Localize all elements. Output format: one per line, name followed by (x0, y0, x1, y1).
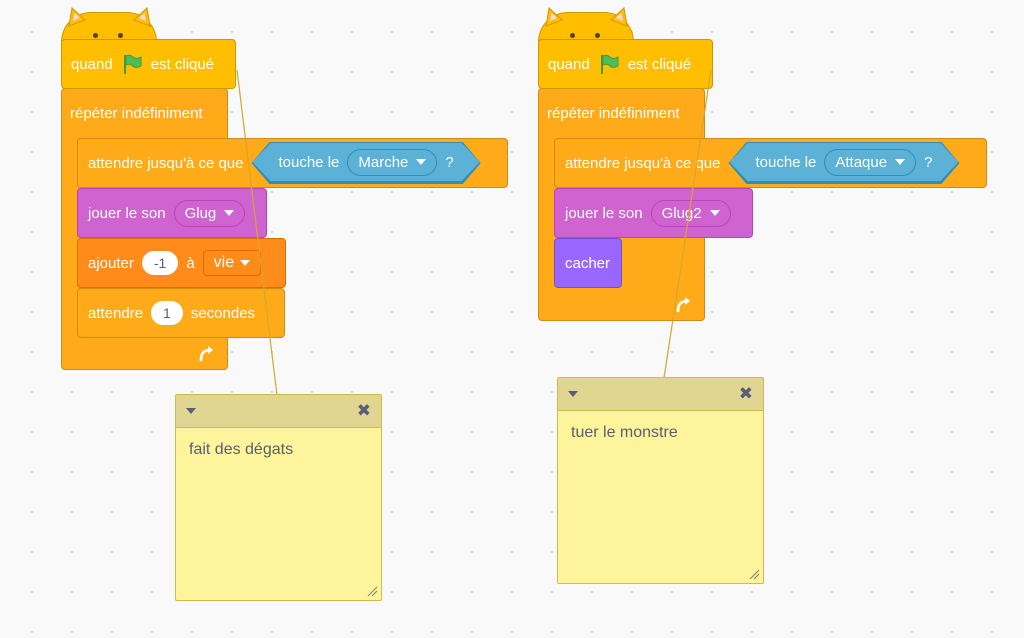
close-icon[interactable]: ✖ (356, 401, 371, 420)
play-sound-label: jouer le son (565, 204, 643, 222)
sound-value: Glug2 (661, 204, 702, 222)
touching-block-border: touche le Marche ? (251, 142, 480, 184)
cat-eye-right (595, 33, 600, 38)
collapse-caret-icon[interactable] (568, 391, 578, 397)
loop-arrow-icon (196, 344, 218, 364)
wait-until-label: attendre jusqu'à ce que (88, 154, 244, 172)
forever-label: répéter indéfiniment (70, 105, 203, 122)
hat-label-before: quand (548, 55, 590, 73)
touching-block[interactable]: touche le Attaque ? (729, 143, 958, 181)
comment-note-1[interactable]: ✖ fait des dégats (175, 394, 382, 601)
change-value-input[interactable]: -1 (141, 251, 179, 275)
wait-label: attendre (88, 304, 144, 322)
hat-label-after: est cliqué (150, 55, 215, 73)
wait-until-block[interactable]: attendre jusqu'à ce que touche le Marche… (77, 138, 508, 188)
wait-seconds-block[interactable]: attendre 1 secondes (77, 288, 285, 338)
sound-dropdown[interactable]: Glug (173, 199, 246, 227)
question-mark: ? (924, 153, 933, 171)
loop-arrow-icon (673, 295, 695, 315)
sound-value: Glug (184, 204, 217, 222)
variable-value: vie (213, 254, 235, 271)
play-sound-block[interactable]: jouer le son Glug2 (554, 188, 753, 238)
touch-target-dropdown[interactable]: Marche (347, 149, 437, 176)
resize-grip-icon[interactable] (748, 568, 760, 580)
dropdown-caret-icon (895, 159, 905, 165)
green-flag-icon (121, 53, 143, 75)
cat-ear-right-icon (609, 6, 629, 28)
seconds-label: secondes (190, 304, 256, 322)
green-flag-icon (598, 53, 620, 75)
wait-until-block[interactable]: attendre jusqu'à ce que touche le Attaqu… (554, 138, 987, 188)
touching-block-border: touche le Attaque ? (728, 142, 959, 184)
forever-label: répéter indéfiniment (547, 105, 680, 122)
green-flag-hat-block[interactable]: quand est cliqué (61, 39, 236, 89)
touch-target-dropdown[interactable]: Attaque (824, 149, 916, 176)
cat-ear-left-icon (544, 6, 564, 28)
play-sound-label: jouer le son (88, 204, 166, 222)
green-flag-hat-block[interactable]: quand est cliqué (538, 39, 713, 89)
touching-block[interactable]: touche le Marche ? (252, 143, 479, 181)
comment-header[interactable]: ✖ (558, 378, 763, 411)
touching-label: touche le (755, 153, 817, 171)
question-mark: ? (445, 153, 454, 171)
comment-note-2[interactable]: ✖ tuer le monstre (557, 377, 764, 584)
cat-eye-right (118, 33, 123, 38)
resize-grip-icon[interactable] (366, 585, 378, 597)
collapse-caret-icon[interactable] (186, 408, 196, 414)
change-label: ajouter (88, 254, 134, 272)
dropdown-caret-icon (416, 159, 426, 165)
comment-text[interactable]: fait des dégats (189, 441, 294, 458)
touch-target-value: Attaque (835, 153, 888, 171)
wait-seconds-input[interactable]: 1 (151, 301, 183, 325)
dropdown-caret-icon (240, 260, 251, 266)
dropdown-caret-icon (224, 210, 235, 216)
dropdown-caret-icon (709, 210, 720, 216)
play-sound-block[interactable]: jouer le son Glug (77, 188, 267, 238)
comment-text[interactable]: tuer le monstre (571, 424, 678, 441)
sound-dropdown[interactable]: Glug2 (650, 199, 731, 227)
wait-until-label: attendre jusqu'à ce que (565, 154, 721, 172)
variable-dropdown[interactable]: vie (202, 250, 262, 276)
cat-ear-left-icon (67, 6, 87, 28)
change-to-label: à (186, 254, 195, 272)
hat-label-after: est cliqué (627, 55, 692, 73)
comment-header[interactable]: ✖ (176, 395, 381, 428)
close-icon[interactable]: ✖ (738, 384, 753, 403)
cat-eye-left (570, 33, 575, 38)
hide-block[interactable]: cacher (554, 238, 622, 288)
touching-label: touche le (278, 153, 340, 171)
cat-ear-right-icon (132, 6, 152, 28)
touch-target-value: Marche (358, 153, 409, 171)
change-variable-block[interactable]: ajouter -1 à vie (77, 238, 286, 288)
hide-label: cacher (565, 254, 611, 272)
hat-label-before: quand (71, 55, 113, 73)
cat-eye-left (93, 33, 98, 38)
